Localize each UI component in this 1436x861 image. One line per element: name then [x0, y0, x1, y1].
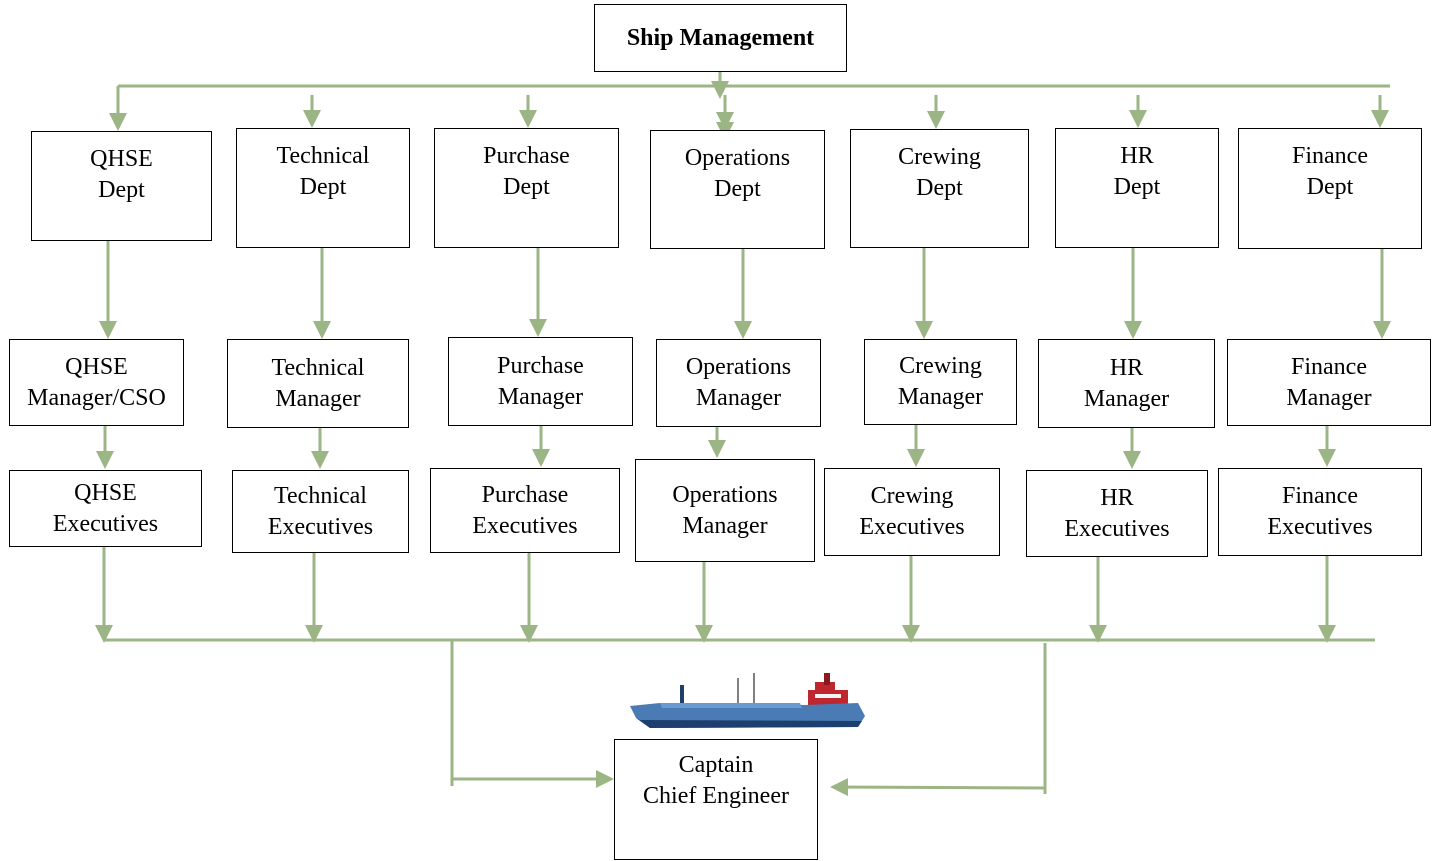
manager-box-hr-line: HR — [1109, 354, 1144, 381]
executives-box-operations-line: Operations — [672, 481, 778, 508]
manager-box-crewing-line: Manager — [897, 384, 984, 410]
cargo-ship-icon — [630, 673, 865, 728]
executives-box-qhse-line: Executives — [52, 510, 159, 537]
captain-chief-engineer-box-line: Captain — [678, 752, 754, 778]
executives-box-purchase-line: Purchase — [481, 481, 569, 508]
manager-box-technical-line: Manager — [275, 385, 361, 412]
manager-box-qhse-line: Manager/CSO — [27, 384, 166, 411]
executives-box-hr: HR Executives — [1026, 470, 1208, 557]
dept-box-finance-line: Dept — [1306, 174, 1354, 200]
dept-box-purchase-line: Purchase — [483, 143, 570, 169]
manager-box-purchase-line: Manager — [497, 383, 584, 410]
root-ship-management-line: Ship Management — [626, 24, 815, 51]
dept-box-hr-line: HR — [1120, 143, 1154, 169]
manager-box-crewing-line: Crewing — [899, 353, 982, 379]
executives-box-finance-line: Finance — [1282, 483, 1358, 509]
manager-box-finance-line: Finance — [1291, 353, 1367, 380]
captain-chief-engineer-box-line: Chief Engineer — [643, 783, 789, 809]
dept-box-purchase-line: Dept — [503, 174, 550, 200]
executives-box-hr-line: HR — [1100, 484, 1134, 511]
connector-arrow-35 — [830, 778, 1046, 797]
executives-box-qhse-line: QHSE — [74, 479, 137, 506]
manager-box-hr: HR Manager — [1038, 339, 1215, 428]
executives-box-qhse: QHSE Executives — [9, 470, 202, 547]
dept-box-operations-line: Operations — [684, 145, 791, 171]
dept-box-qhse: QHSE Dept — [31, 131, 212, 241]
executives-box-crewing-line: Crewing — [870, 483, 954, 509]
dept-box-crewing-line: Crewing — [898, 144, 981, 170]
manager-box-purchase-line: Purchase — [497, 352, 584, 379]
manager-box-hr-line: Manager — [1083, 385, 1170, 412]
manager-box-qhse: QHSE Manager/CSO — [9, 339, 184, 426]
dept-box-operations-line: Dept — [714, 176, 761, 202]
executives-box-hr-line: Executives — [1064, 515, 1170, 542]
root-ship-management: Ship Management — [594, 4, 847, 72]
dept-box-crewing-line: Dept — [916, 175, 963, 201]
manager-box-operations-line: Manager — [695, 385, 782, 411]
manager-box-qhse-line: QHSE — [65, 353, 128, 380]
manager-box-operations-line: Operations — [685, 354, 792, 380]
dept-box-technical-line: Technical — [276, 143, 370, 169]
executives-box-technical-line: Technical — [274, 482, 367, 509]
dept-box-hr-line: Dept — [1113, 174, 1161, 200]
manager-box-finance-line: Manager — [1286, 384, 1372, 411]
executives-box-technical-line: Executives — [267, 513, 374, 540]
dept-box-technical-line: Dept — [299, 174, 347, 200]
dept-box-qhse-line: QHSE — [90, 146, 153, 172]
dept-box-finance-line: Finance — [1292, 143, 1368, 169]
executives-box-finance-line: Executives — [1267, 514, 1373, 540]
dept-box-qhse-line: Dept — [98, 177, 145, 203]
dept-box-hr: HR Dept — [1055, 128, 1219, 248]
executives-box-operations-line: Manager — [682, 512, 768, 539]
manager-box-technical-line: Technical — [271, 354, 365, 381]
executives-box-crewing-line: Executives — [859, 514, 965, 540]
executives-box-purchase-line: Executives — [472, 512, 578, 539]
